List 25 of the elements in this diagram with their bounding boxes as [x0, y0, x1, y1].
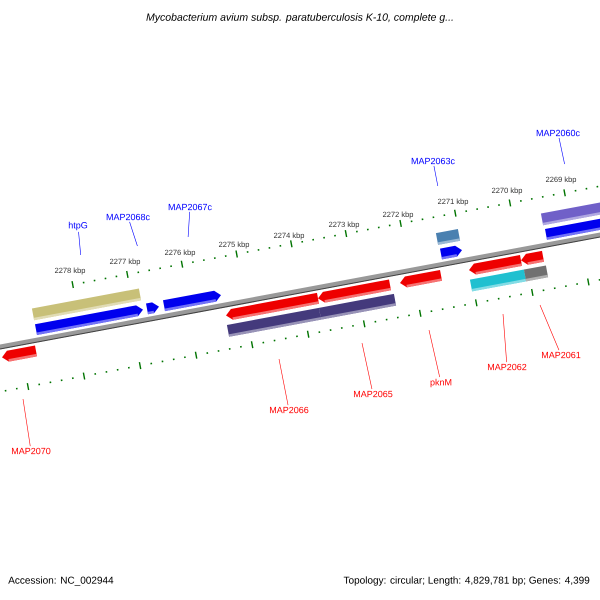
leader-line	[362, 342, 372, 390]
gene-label: MAP2061	[542, 352, 580, 358]
gene-label: MAP2070	[12, 448, 50, 454]
gene-label: MAP2063c	[412, 158, 455, 164]
leader-line	[434, 166, 438, 186]
gene-label: MAP2068c	[106, 214, 150, 220]
leader-line	[129, 222, 138, 246]
gene-label: MAP2060c	[536, 130, 580, 136]
gene-label: pknM	[430, 378, 452, 388]
leader-line	[278, 358, 288, 406]
leader-line	[502, 314, 507, 362]
leader-line	[22, 398, 31, 446]
leader-line	[558, 138, 565, 164]
gene-label: MAP2067c	[168, 204, 212, 210]
title: Mycobacterium avium subsp. paratuberculosis K-10, complete g...	[146, 13, 453, 23]
gene-label: MAP2066	[270, 406, 308, 414]
gene-label: MAP2062	[488, 364, 526, 370]
leader-line	[78, 232, 81, 256]
gene-label: htpG	[68, 222, 88, 230]
leader-line	[188, 212, 190, 238]
leader-line	[428, 330, 440, 378]
gene-label: MAP2065	[354, 390, 392, 398]
accession-text: Accession: NC_002944	[8, 576, 114, 586]
leader-line	[540, 304, 560, 350]
genome-info-text: Topology: circular; Length: 4,829,781 bp; Genes: 4,399	[344, 576, 590, 586]
